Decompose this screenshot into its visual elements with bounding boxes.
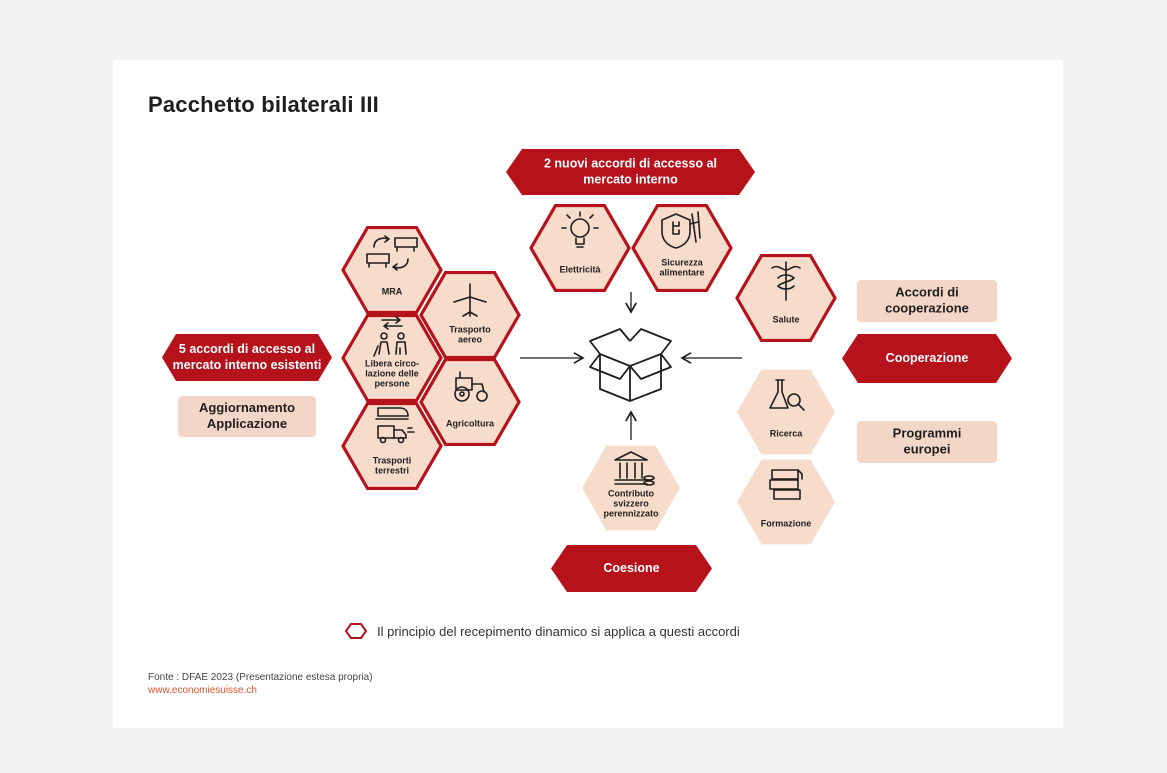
hexagon-education [737,459,835,545]
box-coop_agreements [857,280,997,322]
hexagon-contribution-label-line: Contributo [608,488,654,498]
hexagon-legend-icon [345,623,367,639]
box-update-label-line: Applicazione [207,416,287,431]
hexagon-agriculture-label-line: Agricoltura [446,418,495,428]
legend-text: Il principio del recepimento dinamico si… [377,623,740,639]
hexagon-persons-label-line: lazione delle [365,368,419,378]
hexagon-education-label-line: Formazione [761,518,812,528]
hexagon-research-label-line: Ricerca [770,428,804,438]
ribbon-cohesion [551,545,712,592]
source-text: Fonte : DFAE 2023 (Presentazione estesa … [148,672,373,683]
tractor-icon [454,371,488,402]
box-update-label-line: Aggiornamento [199,400,295,415]
legend: Il principio del recepimento dinamico si… [345,622,740,640]
ribbon-cooperation-label-line: Cooperazione [886,351,969,365]
box-eu_programmes-label-line: Programmi [893,425,962,440]
ribbon-cohesion-label-line: Coesione [603,561,659,575]
hexagon-mra-label-line: MRA [382,286,403,296]
hexagon-air-label-line: aereo [458,334,483,344]
box-coop_agreements-label-line: cooperazione [885,300,969,315]
people-icon [373,316,407,357]
flask-icon [769,379,805,411]
books-icon [769,469,803,500]
hexagon-health-label-line: Salute [772,314,799,324]
hexagon-land-label-line: Trasporti [373,455,412,465]
shield-cross-icon [661,211,701,249]
hexagon-contribution [582,445,680,531]
box-eu_programmes [857,421,997,463]
open-box-icon [589,328,672,402]
hexagon-persons-label-line: persone [374,378,409,388]
caduceus-icon [771,261,801,301]
hexagon-contribution-label-line: svizzero [613,498,649,508]
ribbon-existing_access-label-line: mercato interno esistenti [173,358,322,372]
ribbon-new_access-label-line: mercato interno [583,172,678,186]
mutual-recognition-icon [366,235,418,271]
hexagon-land-label-line: terrestri [375,465,409,475]
hexagon-food-label-line: alimentare [659,267,704,277]
source-link[interactable]: www.economiesuisse.ch [148,685,257,696]
hexagon-food-label-line: Sicurezza [661,257,704,267]
hexagon-persons-label-line: Libera circo- [365,358,419,368]
hexagon-research [737,369,835,455]
box-update [178,396,316,437]
ribbon-existing_access-label-line: 5 accordi di accesso al [179,342,315,356]
box-eu_programmes-label-line: europei [904,441,951,456]
ribbon-cooperation [842,334,1012,383]
source-note: Fonte : DFAE 2023 (Presentazione estesa … [148,671,373,697]
ribbon-new_access [506,149,755,195]
lightbulb-icon [561,211,599,248]
ribbon-new_access-label-line: 2 nuovi accordi di accesso al [544,156,717,170]
page-title: Pacchetto bilaterali III [148,92,379,117]
train-truck-icon [375,407,415,444]
arrows [520,292,742,440]
airplane-icon [453,283,487,317]
box-coop_agreements-label-line: Accordi di [895,284,959,299]
ribbon-existing_access [162,334,332,381]
bank-coins-icon [614,451,655,486]
hexagon-contribution-label-line: perennizzato [603,508,659,518]
hexagon-electricity-label-line: Elettricità [559,264,601,274]
hexagon-air-label-line: Trasporto [449,324,491,334]
